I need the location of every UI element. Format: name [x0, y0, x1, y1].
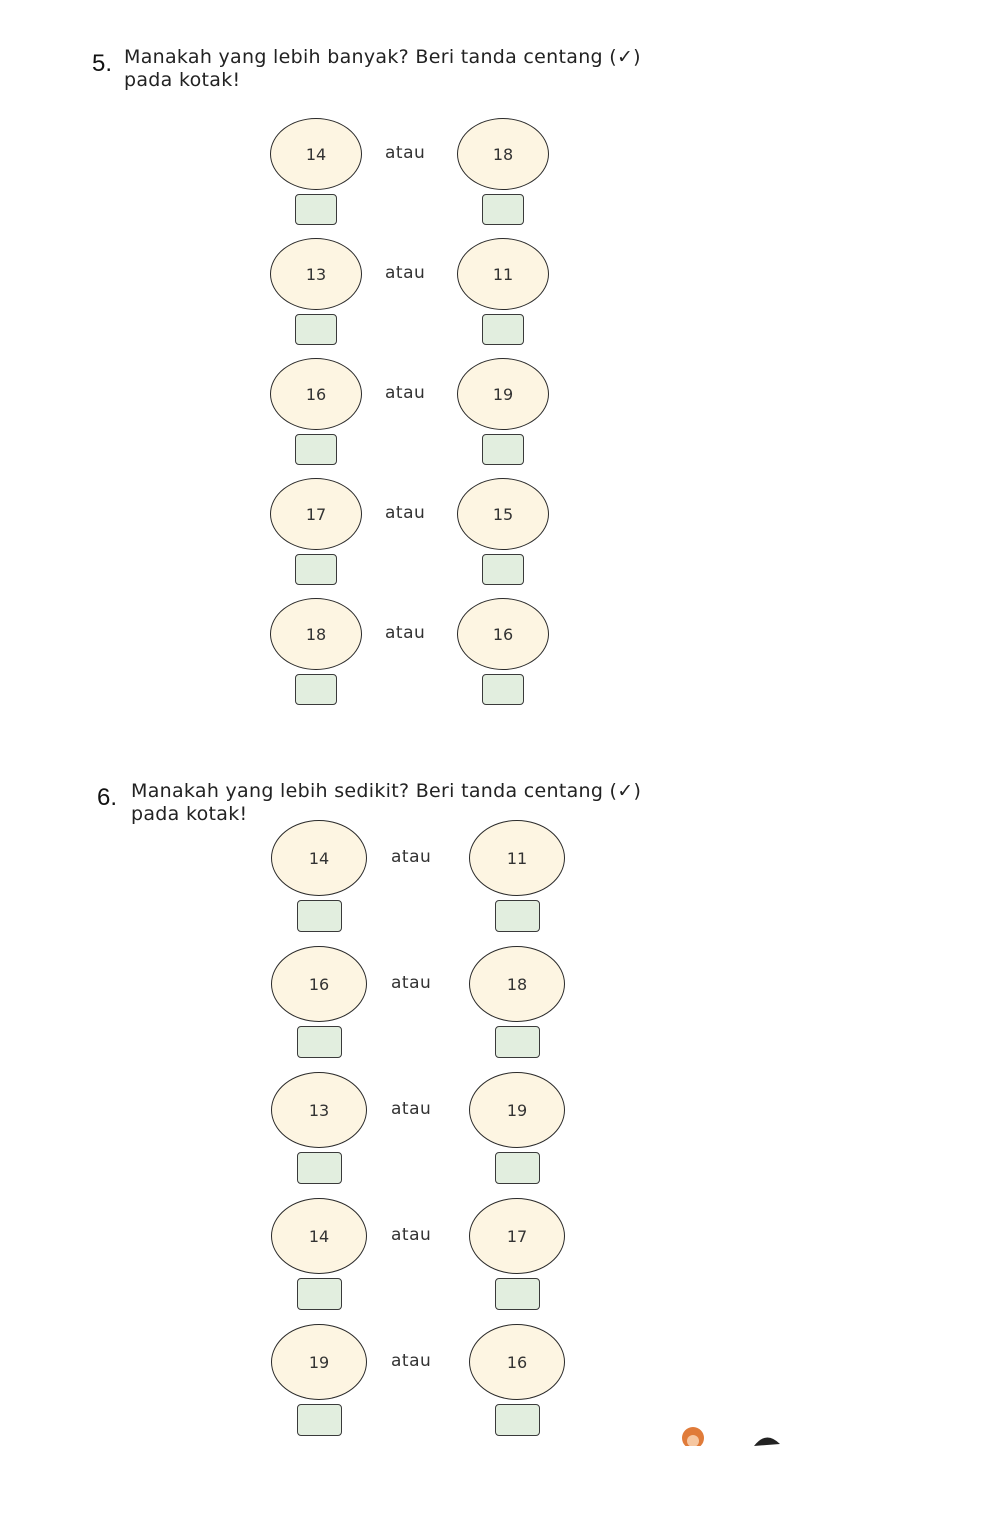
- checkbox-left[interactable]: [296, 900, 342, 932]
- number-circle-right: 15: [457, 478, 549, 550]
- checkbox-right[interactable]: [494, 1026, 540, 1058]
- or-label: atau: [391, 973, 432, 993]
- number-circle-left: 16: [270, 358, 362, 430]
- number-circle-left: 16: [271, 946, 367, 1022]
- number-circle-left: 14: [270, 118, 362, 190]
- number-circle-right: 18: [457, 118, 549, 190]
- number-circle-right: 16: [457, 598, 549, 670]
- number-circle-right: 19: [469, 1072, 565, 1148]
- number-circle-left: 18: [270, 598, 362, 670]
- checkbox-left[interactable]: [295, 434, 337, 465]
- number-circle-left: 13: [271, 1072, 367, 1148]
- number-circle-left: 13: [270, 238, 362, 310]
- number-circle-right: 11: [457, 238, 549, 310]
- checkbox-left[interactable]: [295, 314, 337, 345]
- checkbox-left[interactable]: [296, 1152, 342, 1184]
- number-circle-right: 17: [469, 1198, 565, 1274]
- checkbox-right[interactable]: [494, 1152, 540, 1184]
- or-label: atau: [385, 623, 426, 643]
- or-label: atau: [391, 1099, 432, 1119]
- or-label: atau: [385, 503, 426, 523]
- checkbox-left[interactable]: [296, 1404, 342, 1436]
- or-label: atau: [385, 263, 426, 283]
- checkbox-right[interactable]: [482, 434, 524, 465]
- question-6-instruction-line2: pada kotak!: [131, 803, 248, 825]
- number-circle-right: 11: [469, 820, 565, 896]
- number-circle-left: 19: [271, 1324, 367, 1400]
- checkbox-right[interactable]: [482, 194, 524, 225]
- checkbox-right[interactable]: [494, 900, 540, 932]
- checkbox-left[interactable]: [295, 674, 337, 705]
- checkbox-right[interactable]: [482, 674, 524, 705]
- number-circle-right: 19: [457, 358, 549, 430]
- checkbox-right[interactable]: [482, 314, 524, 345]
- number-circle-left: 14: [271, 820, 367, 896]
- checkbox-left[interactable]: [295, 554, 337, 585]
- number-circle-left: 17: [270, 478, 362, 550]
- cartoon-children-icon: [682, 1427, 780, 1446]
- question-6-instruction-line1: Manakah yang lebih sedikit? Beri tanda c…: [131, 780, 642, 802]
- question-5-number: 5.: [92, 50, 113, 77]
- or-label: atau: [391, 847, 432, 867]
- checkbox-left[interactable]: [296, 1026, 342, 1058]
- or-label: atau: [391, 1351, 432, 1371]
- checkbox-left[interactable]: [296, 1278, 342, 1310]
- question-6-number: 6.: [97, 784, 118, 811]
- checkbox-left[interactable]: [295, 194, 337, 225]
- number-circle-right: 18: [469, 946, 565, 1022]
- checkbox-right[interactable]: [494, 1278, 540, 1310]
- checkbox-right[interactable]: [494, 1404, 540, 1436]
- or-label: atau: [385, 143, 426, 163]
- number-circle-left: 14: [271, 1198, 367, 1274]
- number-circle-right: 16: [469, 1324, 565, 1400]
- question-5-instruction-line2: pada kotak!: [124, 69, 241, 91]
- or-label: atau: [391, 1225, 432, 1245]
- or-label: atau: [385, 383, 426, 403]
- checkbox-right[interactable]: [482, 554, 524, 585]
- question-5-instruction-line1: Manakah yang lebih banyak? Beri tanda ce…: [124, 46, 641, 68]
